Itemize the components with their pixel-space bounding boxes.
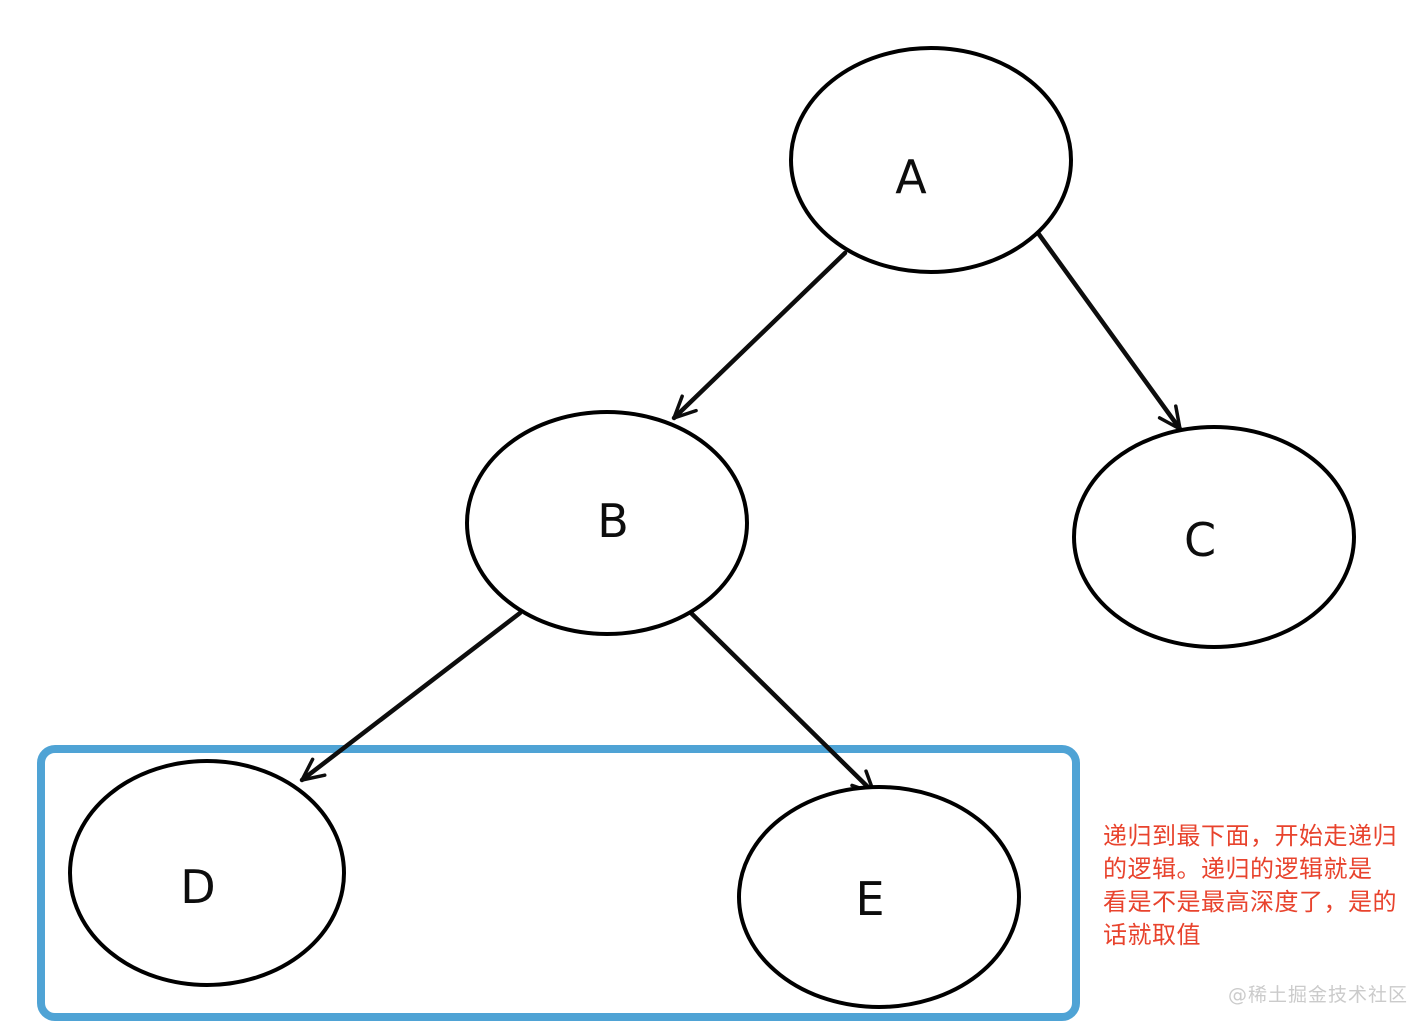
node-e-ellipse xyxy=(737,785,1021,1009)
node-a-label: A xyxy=(895,150,927,204)
annotation-line: 话就取值 xyxy=(1103,921,1201,949)
watermark: @稀土掘金技术社区 xyxy=(1228,984,1409,1006)
edge-a-b-arrow xyxy=(671,250,848,421)
node-b-label: B xyxy=(597,494,629,548)
node-d-ellipse xyxy=(68,759,346,987)
node-c-label: C xyxy=(1184,513,1216,567)
node-e-label: E xyxy=(855,872,884,926)
edge-b-e-arrow xyxy=(687,609,877,796)
annotation-line: 看是不是最高深度了，是的 xyxy=(1103,888,1397,916)
annotation-line: 的逻辑。递归的逻辑就是 xyxy=(1103,855,1373,883)
annotation-note: 递归到最下面，开始走递归 的逻辑。递归的逻辑就是 看是不是最高深度了，是的 话就… xyxy=(1103,820,1413,952)
node-d-label: D xyxy=(180,860,215,914)
node-c-ellipse xyxy=(1072,425,1356,649)
highlight-box xyxy=(37,745,1080,1021)
edge-a-c-arrow xyxy=(1035,230,1183,432)
node-a-ellipse xyxy=(789,46,1073,274)
annotation-line: 递归到最下面，开始走递归 xyxy=(1103,822,1397,850)
node-b-ellipse xyxy=(465,410,749,636)
edge-b-d-arrow xyxy=(299,610,523,783)
